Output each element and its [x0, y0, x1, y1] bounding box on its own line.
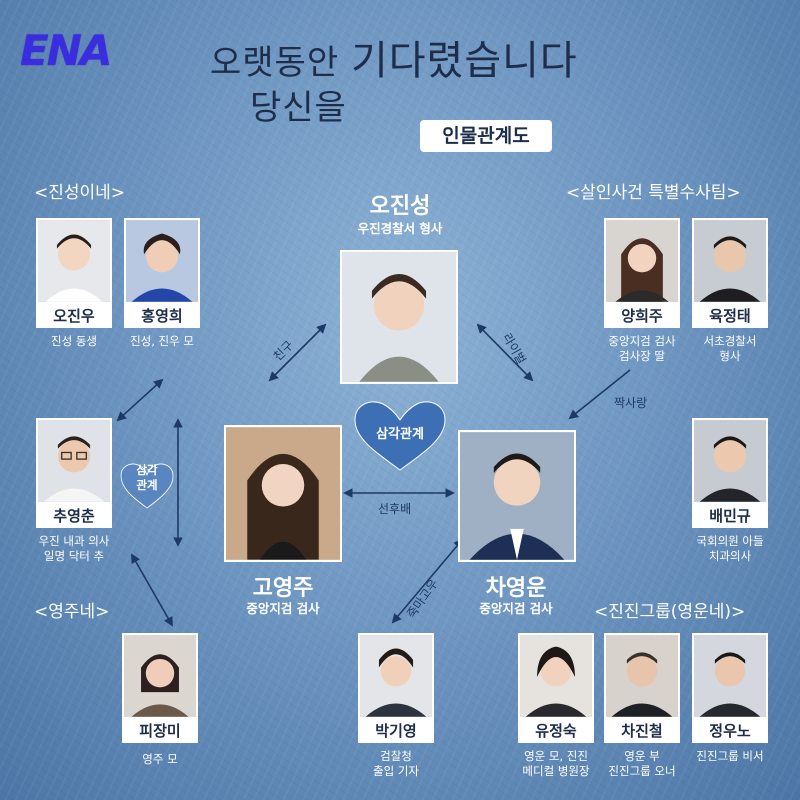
- cha-jincheol-name: 차진철: [604, 719, 680, 743]
- bae-mingyu-desc: 국회의원 아들 치과의사: [696, 534, 764, 563]
- yang-heeju-name: 양희주: [604, 304, 680, 328]
- group-label-task-force: <살인사건 특별수사팀>: [566, 183, 741, 203]
- group-label-youngju: <영주네>: [34, 602, 110, 622]
- park-giyoung-desc: 검찰청 출입 기자: [373, 749, 419, 778]
- portrait-icon: [520, 635, 592, 717]
- go-youngju-name: 고영주: [252, 576, 314, 601]
- go-youngju-photo: [224, 425, 342, 562]
- portrait-icon: [38, 220, 110, 302]
- choo-youngchoon-photo: [36, 418, 112, 504]
- park-giyoung-name: 박기영: [358, 719, 434, 743]
- park-giyoung-photo: [358, 633, 434, 719]
- oh-jinseong-desc: 우진경찰서 형사: [357, 221, 443, 236]
- portrait-icon: [694, 420, 766, 502]
- yuk-jeongtae-name: 육정태: [692, 304, 768, 328]
- portrait-icon: [606, 220, 678, 302]
- title-line-2: 당신을: [250, 88, 347, 128]
- portrait-icon: [360, 635, 432, 717]
- hong-to-choo-arrow: [116, 378, 164, 422]
- yoo-jeongsook-name: 유정숙: [518, 719, 594, 743]
- go-youngju-desc: 중앙지검 검사: [246, 601, 320, 616]
- oh-jinwoo-desc: 진성 동생: [51, 334, 97, 348]
- yuk-jeongtae-photo: [692, 218, 768, 304]
- jeong-woono-name: 정우노: [692, 719, 768, 743]
- group-label-jinseong: <진성이네>: [34, 183, 126, 203]
- bamboo-arrow: [391, 538, 464, 624]
- rival-arrow: [476, 323, 534, 382]
- cha-jincheol-desc: 영운 부 진진그룹 오너: [608, 749, 676, 778]
- relation-small-triangle-label: 삼각 관계: [136, 463, 158, 492]
- bae-mingyu-name: 배민규: [692, 504, 768, 528]
- cha-youngun-photo: [458, 430, 576, 562]
- cha-youngun-desc: 중앙지검 검사: [479, 601, 553, 616]
- jeong-woono-desc: 진진그룹 비서: [696, 749, 764, 763]
- portrait-icon: [226, 427, 340, 560]
- yoo-jeongsook-desc: 영운 모, 진진 메디컬 병원장: [522, 749, 590, 778]
- yang-heeju-photo: [604, 218, 680, 304]
- hong-younghee-name: 홍영희: [124, 304, 200, 328]
- portrait-icon: [606, 635, 678, 717]
- portrait-icon: [124, 635, 196, 717]
- yoo-jeongsook-photo: [518, 633, 594, 719]
- relation-crush-label: 짝사랑: [614, 396, 648, 410]
- oh-jinseong-photo: [340, 250, 458, 384]
- pi-jangmi-name: 피장미: [122, 719, 198, 743]
- pi-jangmi-photo: [122, 633, 198, 719]
- title-part-a: 오랫동안: [210, 43, 340, 83]
- title-line-1: 오랫동안 기다렸습니다: [210, 28, 578, 86]
- portrait-icon: [694, 220, 766, 302]
- cha-youngun-name: 차영운: [485, 576, 547, 601]
- crush-arrow: [568, 369, 631, 420]
- small-heart: [120, 463, 174, 509]
- center-heart: [354, 401, 446, 471]
- portrait-icon: [38, 420, 110, 502]
- pi-jangmi-desc: 영주 모: [142, 752, 178, 766]
- relation-triangle-label: 삼각관계: [376, 427, 424, 442]
- portrait-icon: [694, 635, 766, 717]
- yuk-jeongtae-desc: 서초경찰서 형사: [703, 334, 757, 363]
- cha-jincheol-photo: [604, 633, 680, 719]
- choo-youngchoon-name: 추영춘: [36, 504, 112, 528]
- ena-logo: ENA: [20, 26, 112, 75]
- chart-subtitle: 인물관계도: [420, 120, 552, 152]
- oh-jinwoo-name: 오진우: [36, 304, 112, 328]
- relation-senior-junior-label: 선후배: [378, 502, 412, 516]
- choo-youngchoon-desc: 우진 내과 의사 일명 닥터 추: [38, 534, 110, 563]
- jeong-woono-photo: [692, 633, 768, 719]
- friend-arrow: [268, 323, 327, 382]
- hong-younghee-photo: [124, 218, 200, 304]
- title-part-b: 기다렸습니다: [350, 38, 578, 84]
- oh-jinwoo-photo: [36, 218, 112, 304]
- choo-to-jangmi-arrow: [131, 553, 173, 627]
- portrait-icon: [342, 252, 456, 382]
- portrait-icon: [126, 220, 198, 302]
- oh-jinseong-name: 오진성: [369, 194, 431, 219]
- yang-heeju-desc: 중앙지검 검사 검사장 딸: [608, 334, 676, 363]
- hong-younghee-desc: 진성, 진우 모: [130, 334, 194, 348]
- group-label-jinjin: <진진그룹(영운네)>: [594, 602, 746, 622]
- bae-mingyu-photo: [692, 418, 768, 504]
- portrait-icon: [460, 432, 574, 560]
